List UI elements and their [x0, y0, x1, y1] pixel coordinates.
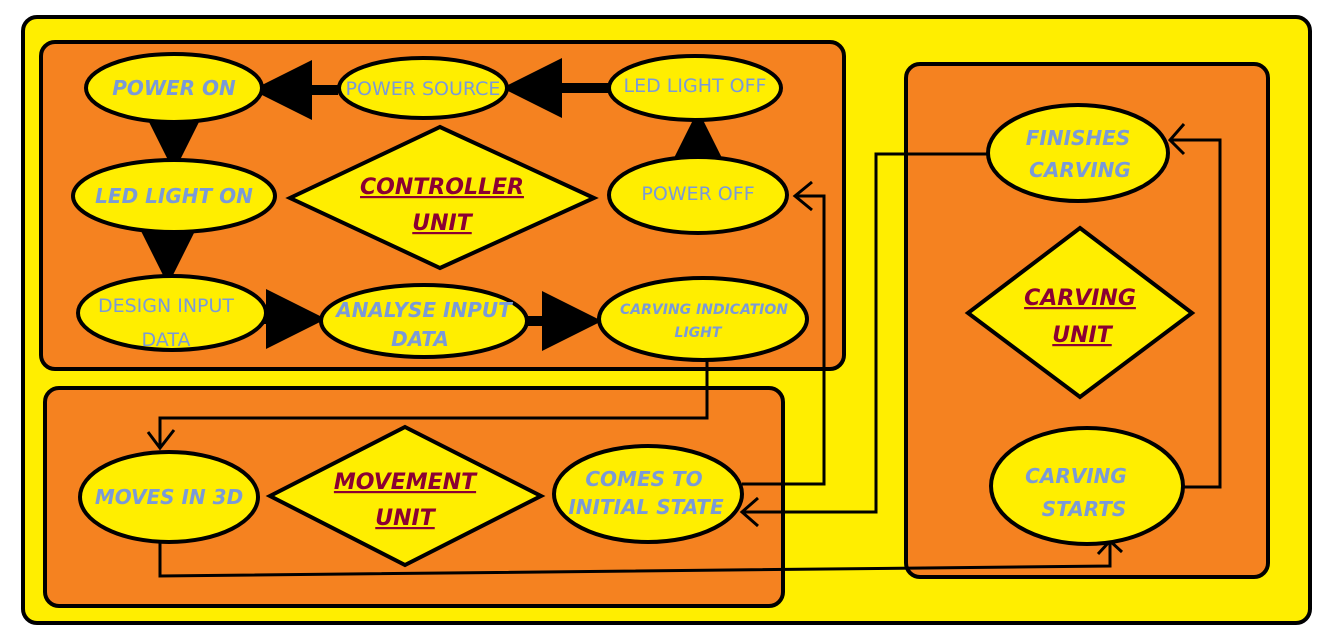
- arrowhead-poweroff: [792, 180, 813, 212]
- arrowhead-moves: [146, 429, 176, 451]
- node-power-source: [337, 56, 509, 120]
- label-power-on: POWER ON: [112, 76, 236, 100]
- label-led-on: LED LIGHT ON: [95, 184, 253, 208]
- connector-finishes-to-comes: [742, 152, 990, 514]
- label-comes-to-initial-1: COMES TO: [585, 467, 702, 491]
- movement-unit-label-1: MOVEMENT: [334, 470, 478, 495]
- label-analyse-input-1: ANALYSE INPUT: [334, 298, 513, 322]
- node-analyse-input: [319, 283, 529, 359]
- connector-starts-to-finishes: [1170, 138, 1222, 489]
- movement-unit-label-2: UNIT: [375, 506, 436, 531]
- label-led-off: LED LIGHT OFF: [624, 75, 767, 97]
- controller-unit-label-2: UNIT: [412, 211, 473, 236]
- controller-unit-diamond: [285, 124, 599, 271]
- carving-unit-label-2: UNIT: [1052, 323, 1113, 348]
- label-carving-starts-2: STARTS: [1042, 497, 1127, 521]
- carving-unit-label-1: CARVING: [1024, 286, 1136, 311]
- connector-moves-to-starts: [158, 535, 1112, 578]
- label-power-off: POWER OFF: [641, 183, 754, 205]
- movement-unit-diamond: [265, 424, 546, 568]
- node-carving-indication: [597, 276, 809, 362]
- label-carving-indication-2: LIGHT: [675, 325, 723, 341]
- label-design-input-2: DATA: [142, 329, 191, 351]
- node-power-on: [84, 52, 264, 124]
- connector-carvingind-to-moves: [158, 360, 709, 448]
- label-design-input-1: DESIGN INPUT: [98, 295, 234, 317]
- node-carving-starts: [989, 426, 1185, 546]
- node-design-input: [76, 274, 268, 352]
- node-led-off: [607, 54, 783, 122]
- label-carving-indication-1: CARVING INDICATION: [620, 302, 788, 318]
- node-power-off: [607, 155, 789, 235]
- label-analyse-input-2: DATA: [391, 327, 449, 351]
- label-carving-starts-1: CARVING: [1025, 464, 1127, 488]
- node-finishes-carving: [986, 103, 1170, 203]
- label-finishes-carving-1: FINISHES: [1026, 126, 1131, 150]
- label-comes-to-initial-2: INITIAL STATE: [568, 495, 724, 519]
- label-finishes-carving-2: CARVING: [1029, 158, 1131, 182]
- label-moves-in-3d: MOVES IN 3D: [95, 485, 243, 509]
- label-power-source: POWER SOURCE: [346, 78, 501, 100]
- node-comes-to-initial: [552, 444, 744, 544]
- carving-unit-diamond: [964, 225, 1196, 400]
- arrowhead-finishes: [1167, 123, 1186, 156]
- node-led-on: [71, 158, 277, 234]
- connector-comes-to-poweroff: [742, 194, 826, 486]
- controller-unit-label-1: CONTROLLER: [360, 175, 524, 200]
- node-moves-in-3d: [78, 450, 260, 544]
- arrowhead-comes: [739, 496, 759, 528]
